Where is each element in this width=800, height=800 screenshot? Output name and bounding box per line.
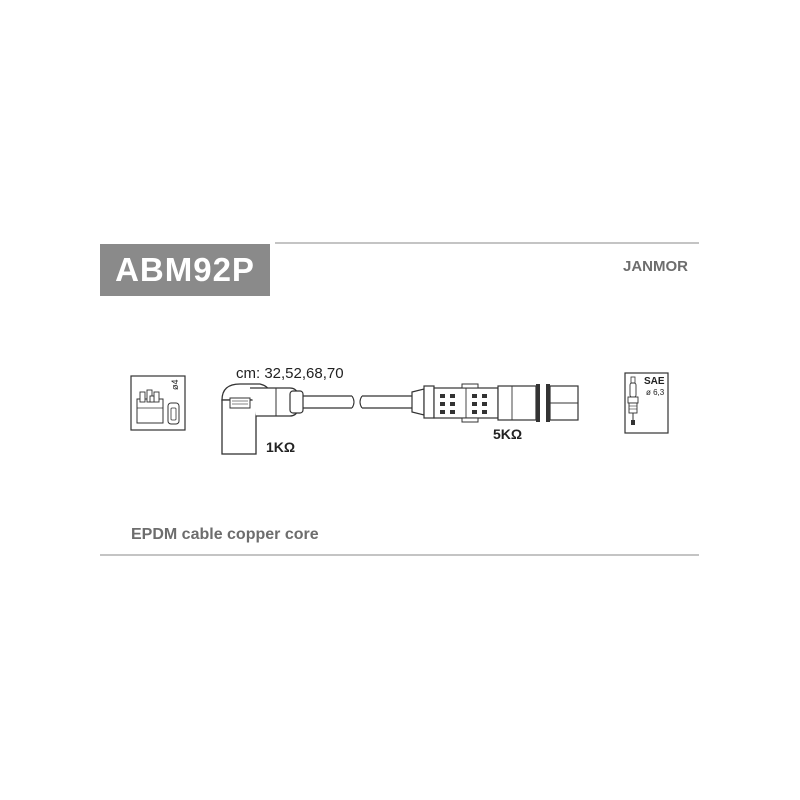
- spark-plug-diameter-label: ø 6,3: [646, 388, 665, 397]
- product-code-badge: ABM92P: [100, 244, 270, 296]
- cable-lengths: cm: 32,52,68,70: [236, 365, 344, 382]
- plug-end-connector: [411, 383, 579, 423]
- spark-plug-standard-label: SAE: [644, 376, 665, 387]
- product-code: ABM92P: [115, 251, 255, 288]
- brand-name: JANMOR: [622, 258, 688, 275]
- coil-end-resistance: 1KΩ: [266, 439, 296, 455]
- spark-plug-icon: [624, 372, 669, 434]
- cable-wire: [303, 395, 412, 409]
- plug-end-resistance: 5KΩ: [493, 426, 523, 442]
- distributor-diameter-label: ø4: [170, 379, 180, 390]
- coil-end-boot: [221, 383, 304, 455]
- bottom-divider: [100, 554, 699, 556]
- distributor-cap-icon: [130, 375, 186, 431]
- cable-description: EPDM cable copper core: [131, 526, 319, 543]
- top-divider: [275, 242, 699, 244]
